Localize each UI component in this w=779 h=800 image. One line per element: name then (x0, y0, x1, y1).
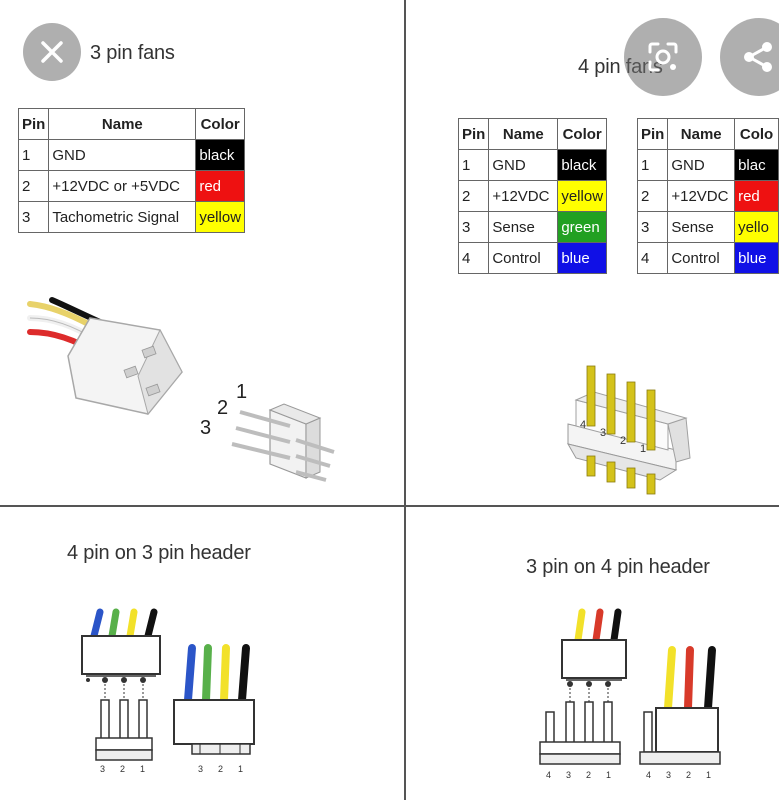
table-header-name: Name (48, 108, 197, 140)
header-number-label: 3 (566, 770, 571, 780)
pin-cell: 3 (637, 211, 669, 243)
name-cell: Sense (667, 211, 736, 243)
four-on-three-header-illustration (173, 644, 255, 755)
color-cell: blue (557, 242, 608, 274)
header-number-label: 2 (586, 770, 591, 780)
four-pin-header-illustration (566, 365, 691, 495)
header-number-label: 2 (620, 435, 626, 447)
name-cell: GND (488, 149, 559, 181)
table-header-pin: Pin (457, 118, 490, 150)
header-number-label: 1 (606, 770, 611, 780)
table-header-pin: Pin (17, 108, 50, 140)
header-number-label: 4 (580, 419, 586, 431)
pin-cell: 2 (457, 180, 490, 212)
name-cell: GND (667, 149, 736, 181)
table-header-row: Pin Name Color (17, 108, 246, 140)
four-pin-table-alt: Pin Name Colo 1 GND blac 2 +12VDC red 3 … (637, 118, 779, 274)
header-number-label: 2 (120, 764, 125, 774)
color-cell: yellow (557, 180, 608, 212)
name-cell: +12VDC or +5VDC (48, 170, 197, 202)
header-number-label: 4 (546, 770, 551, 780)
color-cell: red (195, 170, 246, 202)
share-icon (744, 42, 772, 72)
header-number-label: 2 (686, 770, 691, 780)
lens-button[interactable] (624, 18, 702, 96)
table-row: 4 Control blue (637, 242, 779, 274)
lens-icon (648, 42, 678, 72)
header-number-label: 1 (640, 443, 646, 455)
three-pin-header-illustration (231, 403, 335, 482)
table-row: 1 GND blac (637, 149, 779, 181)
pin-cell: 2 (637, 180, 669, 212)
pin-cell: 1 (457, 149, 490, 181)
three-on-four-header-illustration (639, 646, 721, 765)
header-number-label: 1 (238, 764, 243, 774)
panel-divider-horizontal (0, 505, 779, 507)
color-cell: blue (734, 242, 779, 274)
name-cell: Control (667, 242, 736, 274)
header-number-label: 2 (218, 764, 223, 774)
three-on-four-plug-illustration (539, 608, 627, 765)
table-row: 3 Sense green (457, 211, 608, 243)
header-number-label: 1 (236, 381, 247, 403)
table-row: 3 Sense yello (637, 211, 779, 243)
pin-cell: 4 (637, 242, 669, 274)
name-cell: Tachometric Signal (48, 201, 197, 233)
header-number-label: 3 (198, 764, 203, 774)
table-row: 3 Tachometric Signal yellow (17, 201, 246, 233)
share-button[interactable] (720, 18, 779, 96)
color-cell: red (734, 180, 779, 212)
three-pin-table: Pin Name Color 1 GND black 2 +12VDC or +… (17, 108, 246, 233)
four-on-three-plug-illustration (81, 608, 161, 761)
color-cell: blac (734, 149, 779, 181)
table-row: 2 +12VDC red (637, 180, 779, 212)
four-pin-table-alt-clip: Pin Name Colo 1 GND blac 2 +12VDC red 3 … (637, 118, 779, 288)
name-cell: Control (488, 242, 559, 274)
table-row: 2 +12VDC or +5VDC red (17, 170, 246, 202)
close-icon (41, 41, 63, 63)
color-cell: green (557, 211, 608, 243)
color-cell: yellow (195, 201, 246, 233)
panel-divider-vertical (404, 0, 406, 800)
header-number-label: 2 (217, 397, 228, 419)
header-number-label: 4 (646, 770, 651, 780)
pin-cell: 4 (457, 242, 490, 274)
four-on-three-title: 4 pin on 3 pin header (67, 542, 251, 564)
table-row: 4 Control blue (457, 242, 608, 274)
pin-cell: 1 (17, 139, 50, 171)
color-cell: yello (734, 211, 779, 243)
three-on-four-title: 3 pin on 4 pin header (526, 556, 710, 578)
pin-cell: 2 (17, 170, 50, 202)
name-cell: +12VDC (667, 180, 736, 212)
three-pin-plug-illustration (27, 297, 183, 416)
table-header-row: Pin Name Color (457, 118, 608, 150)
name-cell: Sense (488, 211, 559, 243)
name-cell: +12VDC (488, 180, 559, 212)
close-button[interactable] (23, 23, 81, 81)
pin-cell: 3 (17, 201, 50, 233)
header-number-label: 3 (100, 764, 105, 774)
header-number-label: 3 (200, 417, 211, 439)
header-number-label: 3 (600, 427, 606, 439)
header-number-label: 1 (706, 770, 711, 780)
header-number-label: 3 (666, 770, 671, 780)
header-number-label: 1 (140, 764, 145, 774)
three-pin-title: 3 pin fans (90, 42, 175, 64)
table-header-color: Color (557, 118, 608, 150)
table-header-name: Name (667, 118, 736, 150)
table-header-name: Name (488, 118, 559, 150)
table-row: 2 +12VDC yellow (457, 180, 608, 212)
four-pin-table: Pin Name Color 1 GND black 2 +12VDC yell… (457, 118, 608, 274)
